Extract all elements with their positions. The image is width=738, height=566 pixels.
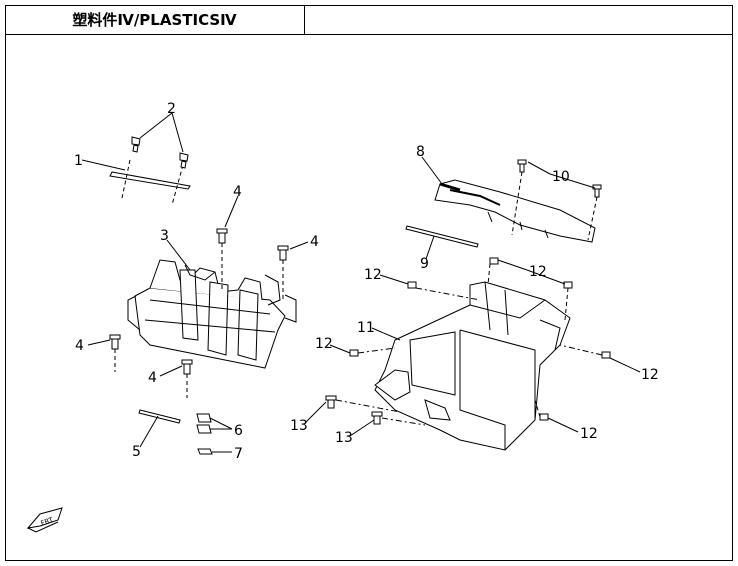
front-direction-arrow-icon: FRT	[26, 507, 63, 533]
callout-13-a: 13	[290, 418, 308, 434]
part-7-tag	[197, 448, 213, 455]
callout-7: 7	[234, 446, 243, 462]
callout-3: 3	[160, 228, 169, 244]
part-3-tray	[127, 259, 297, 369]
callout-9: 9	[420, 256, 429, 272]
callout-2: 2	[167, 101, 176, 117]
leader-lines	[81, 112, 641, 453]
part-8-cover	[434, 179, 596, 243]
drawing-frame	[5, 5, 733, 561]
callout-12-d: 12	[641, 367, 659, 383]
part-2-clips	[131, 136, 189, 169]
callout-10: 10	[552, 169, 570, 185]
callout-12-c: 12	[315, 336, 333, 352]
callout-4-d: 4	[148, 370, 157, 386]
part-13-fasteners	[325, 395, 426, 426]
callout-11: 11	[357, 320, 375, 336]
callout-5: 5	[132, 444, 141, 460]
callout-4-b: 4	[310, 234, 319, 250]
callout-labels: 1 2 3 4 4 4 4 5 6 7 8 9 10 11 12 12 12 1…	[74, 101, 659, 462]
callout-4-a: 4	[233, 184, 242, 200]
part-1-strip	[109, 159, 191, 206]
callout-8: 8	[416, 144, 425, 160]
callout-13-b: 13	[335, 430, 353, 446]
part-11-housing	[374, 281, 571, 451]
title-divider	[5, 34, 733, 35]
callout-1: 1	[74, 153, 83, 169]
part-5-strip	[138, 409, 181, 424]
callout-12-b: 12	[529, 264, 547, 280]
part-12-clips	[349, 257, 611, 421]
callout-12-e: 12	[580, 426, 598, 442]
part-9-rod	[405, 225, 479, 248]
part-4-bolts	[109, 228, 289, 398]
callout-4-c: 4	[75, 338, 84, 354]
part-6-pads	[196, 413, 212, 434]
callout-6: 6	[234, 423, 243, 439]
page-title: 塑料件Ⅳ/PLASTICSⅣ	[72, 11, 237, 29]
callout-12-a: 12	[364, 267, 382, 283]
